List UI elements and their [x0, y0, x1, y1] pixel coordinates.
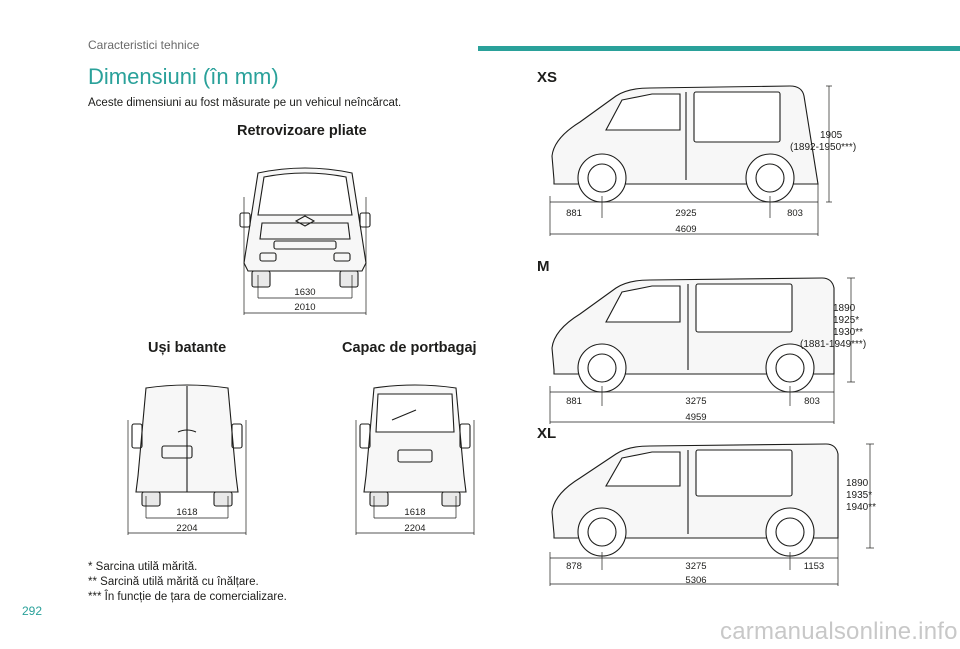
xs-height-line: 1905 [820, 130, 843, 141]
m-length: 4959 [685, 412, 706, 423]
m-rear-overhang: 803 [804, 396, 820, 407]
page-number: 292 [22, 604, 43, 618]
xs-rear-overhang: 803 [787, 208, 803, 219]
watermark: carmanualsonline.info [720, 618, 958, 645]
footnote: ** Sarcină utilă mărită cu înălțare. [88, 576, 259, 588]
footnote: * Sarcina utilă mărită. [88, 561, 198, 573]
xs-wheelbase: 2925 [675, 208, 696, 219]
footnote: *** În funcție de țara de comercializare… [88, 591, 287, 603]
xl-wheelbase: 3275 [685, 561, 706, 572]
page-title: Dimensiuni (în mm) [88, 64, 279, 89]
m-wheelbase: 3275 [685, 396, 706, 407]
front-view-diagram: 1630 2010 [239, 167, 371, 315]
front-width-body: 1630 [294, 287, 315, 298]
xl-height-line: 1940** [846, 502, 877, 513]
xs-height-line: (1892-1950***) [790, 142, 857, 153]
tailgate-width-total: 2204 [404, 523, 425, 534]
variant-xl-label: XL [537, 425, 557, 442]
m-height-dimension-line [847, 277, 855, 383]
rear-doors-width-body: 1618 [176, 507, 197, 518]
xl-height: 1890 1935* 1940** [846, 478, 876, 514]
tailgate-heading: Capac de portbagaj [342, 340, 477, 356]
m-height-line: 1925* [833, 315, 860, 326]
m-height: 1890 1925* 1930** (1881-1949***) [800, 303, 866, 351]
front-view-heading: Retrovizoare pliate [237, 123, 367, 139]
xl-length: 5306 [685, 575, 706, 586]
m-height-line: 1930** [833, 327, 864, 338]
xl-height-line: 1935* [846, 490, 873, 501]
page-subtitle: Aceste dimensiuni au fost măsurate pe un… [88, 97, 402, 109]
rear-doors-diagram: 1618 2204 [127, 384, 247, 535]
xs-height: 1905 (1892-1950***) [790, 130, 856, 154]
m-height-line: 1890 [833, 303, 856, 314]
m-height-line: (1881-1949***) [800, 339, 867, 350]
variant-xs-label: XS [537, 69, 558, 86]
xs-front-overhang: 881 [566, 208, 582, 219]
rear-doors-heading: Uși batante [148, 340, 227, 356]
variant-xl-diagram: 878 3275 1153 5306 [549, 443, 839, 586]
tailgate-diagram: 1618 2204 [355, 384, 475, 535]
section-header: Caracteristici tehnice [88, 38, 200, 52]
xs-length: 4609 [675, 224, 696, 235]
rear-doors-width-total: 2204 [176, 523, 197, 534]
xl-height-dimension-line [866, 443, 874, 549]
m-front-overhang: 881 [566, 396, 582, 407]
variant-m-diagram: 881 3275 803 4959 [549, 277, 835, 424]
xl-height-line: 1890 [846, 478, 869, 489]
xl-rear-overhang: 1153 [804, 561, 824, 572]
variant-xs-diagram: 881 2925 803 4609 [549, 85, 832, 236]
front-width-total: 2010 [294, 302, 315, 313]
header-accent-bar [478, 46, 960, 51]
variant-m-label: M [537, 258, 550, 275]
xl-front-overhang: 878 [566, 561, 582, 572]
tailgate-width-body: 1618 [404, 507, 425, 518]
